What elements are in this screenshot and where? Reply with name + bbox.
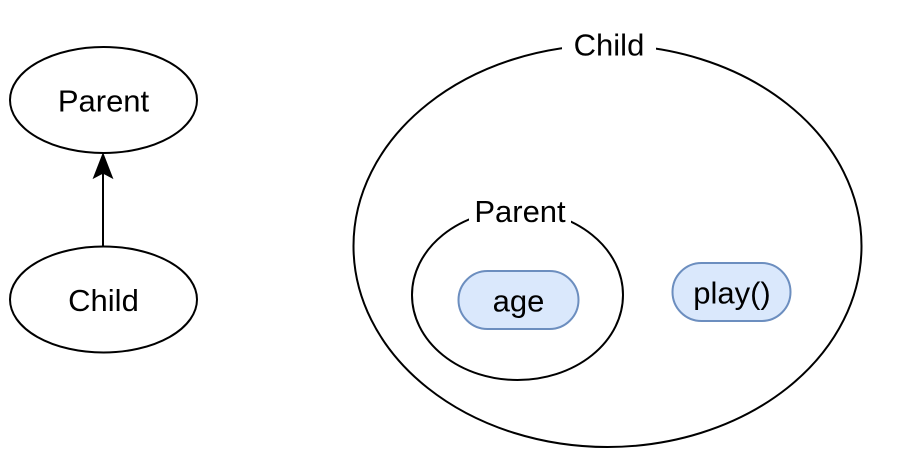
inheritance-arrowhead-icon — [92, 152, 114, 180]
play-method-label: play() — [693, 276, 771, 311]
child-set-label: Child — [574, 28, 645, 63]
child-class-ellipse — [9, 245, 198, 354]
age-attribute-label: age — [493, 284, 545, 319]
parent-class-label: Parent — [58, 84, 150, 119]
inheritance-diagram: Parent Child — [9, 46, 198, 354]
child-class-label: Child — [68, 283, 139, 318]
parent-set-label: Parent — [474, 194, 566, 229]
set-diagram: Child Parent age play() — [352, 28, 863, 448]
play-method-pill — [671, 262, 792, 322]
parent-class-ellipse — [9, 46, 198, 154]
child-set-label-backdrop — [562, 29, 656, 61]
age-attribute-pill — [457, 270, 580, 330]
parent-set-label-backdrop — [469, 197, 571, 225]
inheritance-arrow — [92, 152, 114, 246]
child-set-ellipse — [352, 44, 863, 448]
